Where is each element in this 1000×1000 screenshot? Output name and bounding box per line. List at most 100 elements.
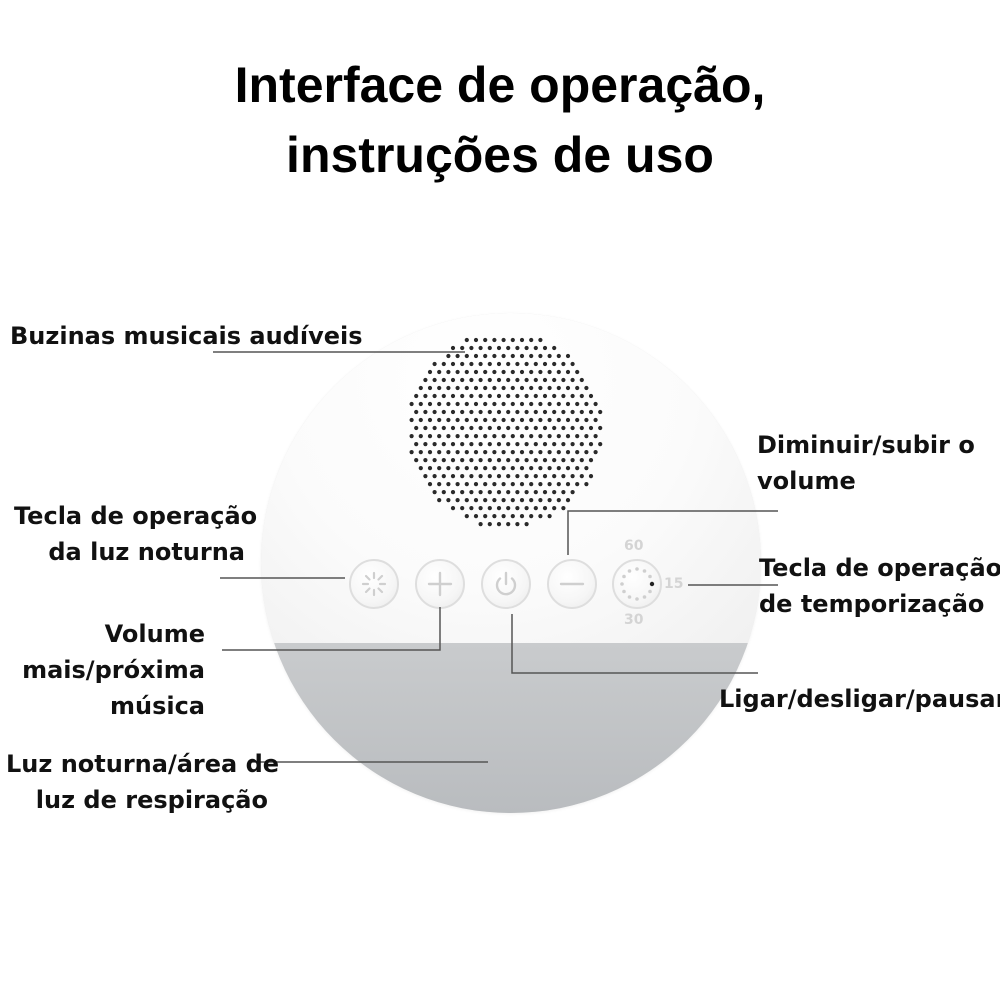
speaker-hole bbox=[409, 417, 414, 423]
speaker-hole bbox=[510, 337, 515, 343]
speaker-hole bbox=[529, 434, 534, 439]
speaker-hole bbox=[464, 401, 469, 407]
speaker-hole bbox=[524, 522, 529, 527]
speaker-hole bbox=[538, 385, 543, 391]
speaker-hole bbox=[478, 506, 483, 511]
speaker-hole bbox=[501, 466, 506, 471]
speaker-hole bbox=[441, 442, 446, 447]
speaker-hole bbox=[524, 393, 529, 399]
speaker-hole bbox=[570, 393, 575, 399]
speaker-hole bbox=[464, 482, 469, 487]
speaker-hole bbox=[432, 474, 437, 479]
speaker-hole bbox=[552, 506, 557, 511]
label-volume-next-line-2: mais/próxima bbox=[22, 656, 205, 684]
speaker-hole bbox=[496, 377, 502, 383]
speaker-hole bbox=[460, 345, 465, 351]
speaker-hole bbox=[455, 498, 460, 503]
speaker-hole bbox=[487, 474, 492, 479]
title-line-2: instruções de uso bbox=[286, 127, 714, 183]
label-night-light-area: Luz noturna/área de luz de respiração bbox=[6, 746, 279, 818]
speaker-hole bbox=[542, 345, 548, 351]
speaker-hole bbox=[423, 425, 428, 431]
speaker-hole bbox=[552, 377, 557, 383]
speaker-hole bbox=[446, 450, 451, 455]
speaker-hole bbox=[519, 385, 525, 391]
speaker-hole bbox=[510, 401, 515, 407]
speaker-hole bbox=[473, 482, 479, 487]
timer-dot bbox=[649, 581, 655, 587]
speaker-hole bbox=[487, 409, 492, 415]
speaker-hole bbox=[542, 490, 548, 495]
timer-dot bbox=[622, 574, 626, 579]
speaker-hole bbox=[473, 498, 479, 503]
speaker-hole bbox=[524, 458, 529, 463]
speaker-hole bbox=[575, 417, 580, 423]
speaker-hole bbox=[519, 482, 525, 487]
speaker-hole bbox=[584, 482, 589, 487]
speaker-hole bbox=[492, 498, 497, 503]
speaker-hole bbox=[510, 498, 515, 503]
speaker-hole bbox=[464, 337, 469, 343]
speaker-hole bbox=[496, 474, 502, 479]
speaker-hole bbox=[441, 458, 446, 463]
speaker-hole bbox=[556, 385, 561, 391]
power-button[interactable] bbox=[481, 559, 531, 609]
speaker-hole bbox=[427, 401, 433, 407]
speaker-hole bbox=[473, 369, 479, 375]
speaker-hole bbox=[575, 369, 580, 375]
speaker-hole bbox=[588, 458, 594, 463]
speaker-hole bbox=[519, 434, 525, 439]
label-power: Ligar/desligar/pausar bbox=[719, 685, 1000, 713]
timer-button[interactable] bbox=[612, 559, 662, 609]
speaker-hole bbox=[506, 425, 511, 431]
speaker-hole bbox=[501, 434, 506, 439]
speaker-hole bbox=[510, 482, 515, 487]
speaker-hole bbox=[441, 361, 446, 367]
speaker-hole bbox=[584, 401, 589, 407]
speaker-hole bbox=[570, 442, 575, 447]
speaker-hole bbox=[538, 353, 543, 359]
speaker-hole bbox=[446, 417, 451, 423]
speaker-hole bbox=[519, 401, 525, 407]
speaker-hole bbox=[487, 490, 492, 495]
plus-icon bbox=[427, 571, 453, 597]
night-light-button[interactable] bbox=[349, 559, 399, 609]
speaker-hole bbox=[455, 385, 460, 391]
speaker-hole bbox=[483, 514, 488, 519]
timer-dot bbox=[648, 589, 652, 594]
speaker-hole bbox=[473, 401, 479, 407]
speaker-hole bbox=[579, 377, 584, 383]
speaker-hole bbox=[524, 361, 529, 367]
speaker-hole bbox=[455, 466, 460, 471]
speaker-hole bbox=[478, 345, 483, 351]
speaker-hole bbox=[519, 514, 525, 519]
timer-label-15: 15 bbox=[664, 576, 684, 592]
speaker-hole bbox=[515, 377, 520, 383]
speaker-hole bbox=[446, 434, 451, 439]
speaker-hole bbox=[556, 450, 561, 455]
speaker-hole bbox=[565, 401, 571, 407]
speaker-hole bbox=[460, 393, 465, 399]
speaker-hole bbox=[519, 337, 525, 343]
speaker-hole bbox=[469, 506, 474, 511]
speaker-hole bbox=[483, 498, 488, 503]
speaker-hole bbox=[556, 353, 561, 359]
timer-dial-icon bbox=[620, 567, 655, 601]
speaker-grille bbox=[409, 337, 603, 527]
speaker-hole bbox=[584, 450, 589, 455]
speaker-hole bbox=[533, 377, 538, 383]
speaker-hole bbox=[469, 474, 474, 479]
speaker-hole bbox=[496, 345, 502, 351]
speaker-hole bbox=[432, 361, 437, 367]
speaker-hole bbox=[538, 434, 543, 439]
speaker-hole bbox=[570, 474, 575, 479]
label-night-light-key-line-1: Tecla de operação bbox=[14, 502, 258, 530]
speaker-hole bbox=[423, 474, 428, 479]
volume-up-next-button[interactable] bbox=[415, 559, 465, 609]
speaker-hole bbox=[460, 377, 465, 383]
speaker-hole bbox=[437, 450, 442, 455]
speaker-hole bbox=[418, 385, 423, 391]
speaker-hole bbox=[487, 393, 492, 399]
speaker-hole bbox=[455, 434, 460, 439]
volume-down-button[interactable] bbox=[547, 559, 597, 609]
